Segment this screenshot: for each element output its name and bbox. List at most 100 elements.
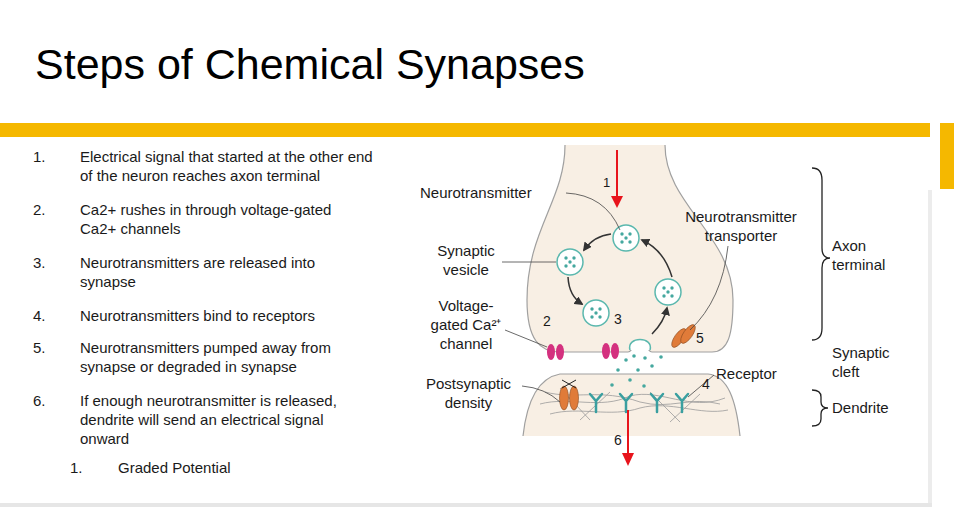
neurotransmitter-dots [564, 232, 673, 388]
dot [624, 358, 628, 362]
part-label: Neurotransmitter transporter [666, 207, 816, 245]
axon-terminal-outline [527, 145, 733, 352]
dot [628, 240, 631, 243]
dendrite-outline [523, 374, 740, 436]
receptor-symbol [620, 394, 632, 412]
dot [590, 315, 593, 318]
dot [616, 368, 620, 372]
callout-number: 3 [614, 310, 622, 329]
braces [812, 168, 830, 426]
list-number: 1. [33, 147, 46, 166]
cycle-arrow [642, 240, 672, 277]
callout-number: 1 [603, 173, 610, 192]
cycle-arrow [584, 234, 611, 250]
dot [642, 384, 646, 388]
accent-bar [940, 123, 954, 189]
dot [564, 256, 567, 259]
cycle-arrows [568, 234, 672, 334]
dot [643, 356, 647, 360]
vesicle [557, 249, 583, 275]
accent-bar [0, 123, 930, 137]
dot [666, 290, 669, 293]
callout-number: 5 [696, 329, 704, 348]
part-label: Postsynaptic density [416, 374, 521, 412]
list-number: 5. [33, 338, 46, 357]
leader-line [688, 375, 714, 397]
sub-list-number: 1. [70, 458, 83, 477]
vesicle [583, 300, 609, 326]
region-brace [812, 390, 828, 426]
axon-terminal-shape [527, 145, 733, 352]
dot [662, 294, 665, 297]
receptors [590, 394, 688, 412]
fusing-vesicle [630, 340, 651, 351]
dot [632, 354, 636, 358]
callout-number: 4 [702, 375, 710, 394]
list-number: 6. [33, 391, 46, 410]
dot [636, 368, 640, 372]
dot [650, 364, 654, 368]
leader-line [690, 246, 728, 330]
leader-line [502, 262, 556, 263]
dot [572, 256, 575, 259]
list-number: 4. [33, 306, 46, 325]
dot [568, 260, 571, 263]
signal-arrow-head [622, 453, 634, 466]
dot [610, 383, 614, 387]
cycle-arrow [568, 277, 582, 304]
dot [598, 315, 601, 318]
vesicle [655, 279, 681, 305]
slide-shadow [0, 503, 932, 507]
dot [628, 378, 632, 382]
dot [590, 307, 593, 310]
region-label: Synaptic cleft [832, 343, 907, 381]
region-label: Axon terminal [832, 236, 907, 274]
step-text: If enough neurotransmitter is released, … [80, 391, 365, 448]
dot [670, 286, 673, 289]
calcium-channels [547, 343, 619, 360]
receptor-symbol [651, 394, 663, 412]
leader-line [566, 193, 620, 230]
dot [662, 286, 665, 289]
dot [620, 240, 623, 243]
leader-line [522, 386, 560, 402]
dot [594, 311, 597, 314]
receptor-symbol [590, 394, 602, 412]
list-number: 2. [33, 200, 46, 219]
transporter [678, 322, 698, 345]
signal-arrow [616, 150, 618, 198]
dendrite-shape [523, 374, 740, 436]
receptor-symbol [676, 394, 688, 412]
step-text: Ca2+ rushes in through voltage-gated Ca2… [80, 200, 360, 238]
part-label: Receptor [716, 364, 777, 383]
part-label: Synaptic vesicle [421, 241, 511, 279]
ion-channel [560, 386, 569, 410]
density-fiber [560, 388, 700, 422]
signal-arrow-head [611, 196, 623, 208]
ca-channel [611, 343, 619, 359]
part-label: Voltage- gated Ca²⁺ channel [421, 296, 511, 353]
callout-number: 2 [543, 312, 551, 331]
region-brace [812, 168, 830, 340]
dot [598, 307, 601, 310]
dot [624, 236, 627, 239]
list-number: 3. [33, 253, 46, 272]
dot [572, 264, 575, 267]
vesicle [613, 225, 639, 251]
channel-gate [562, 380, 576, 388]
ca-channel [556, 344, 564, 360]
ca-channel [602, 343, 610, 359]
part-label: Neurotransmitter [420, 183, 532, 202]
signal-arrows [611, 150, 634, 466]
region-label: Dendrite [832, 398, 889, 417]
signal-arrow [627, 410, 629, 455]
step-text: Electrical signal that started at the ot… [80, 147, 380, 185]
sub-step-text: Graded Potential [118, 458, 231, 477]
leader-line [505, 330, 547, 347]
ca-channel [547, 344, 555, 360]
dot [628, 232, 631, 235]
dot [670, 294, 673, 297]
dot [564, 264, 567, 267]
step-text: Neurotransmitters are released into syna… [80, 253, 370, 291]
